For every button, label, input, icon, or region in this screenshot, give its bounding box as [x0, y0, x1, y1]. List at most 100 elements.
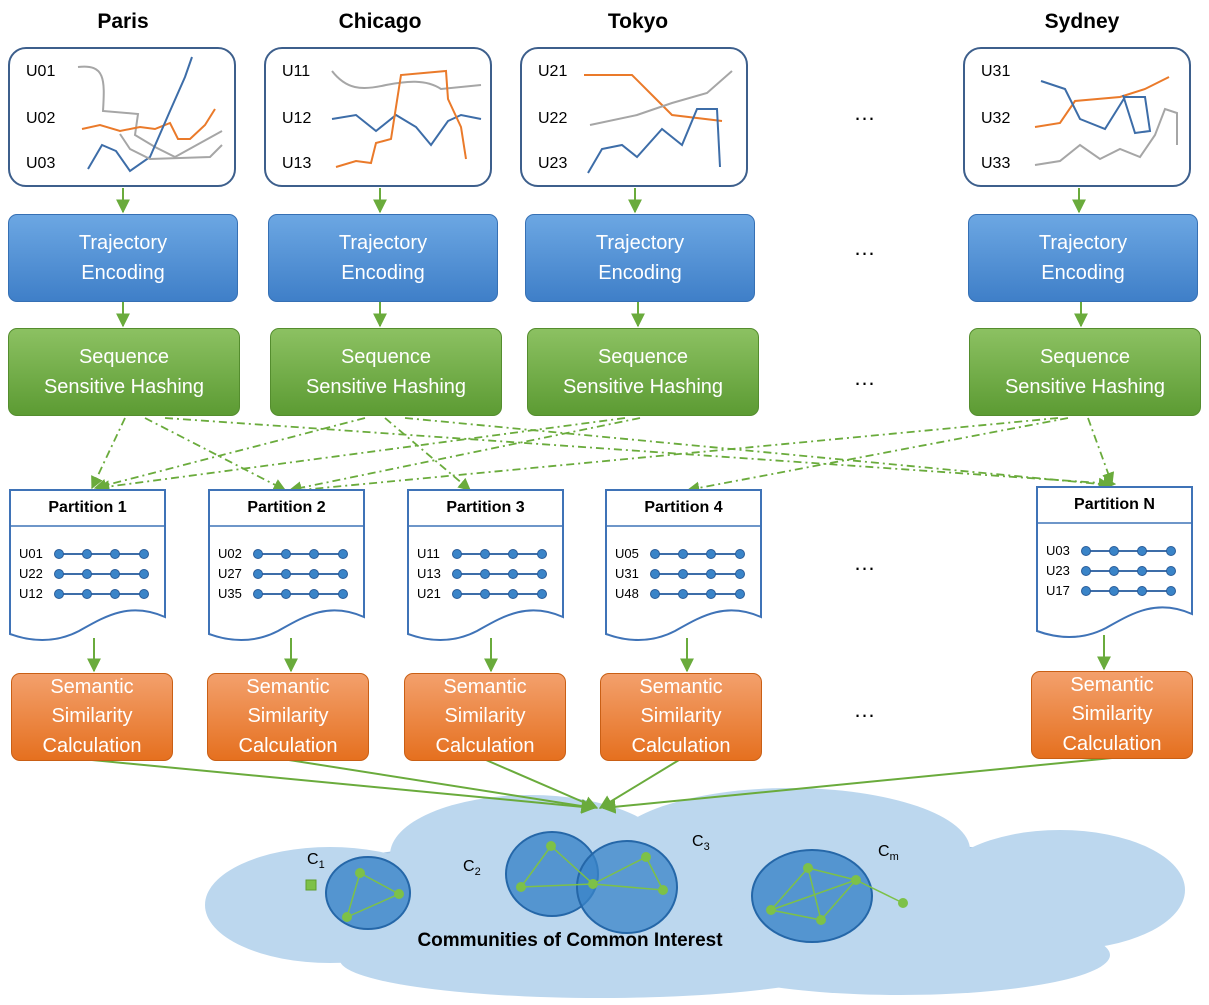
sequence-hashing-block: Sequence Sensitive Hashing: [8, 328, 240, 416]
trajectory-encoding-block: Trajectory Encoding: [268, 214, 498, 302]
semantic-similarity-block: Semantic Similarity Calculation: [1031, 671, 1193, 759]
similarity-label-line1: Semantic: [246, 675, 330, 698]
trajectory-user-label: U01: [26, 63, 56, 80]
vertical-arrows: [87, 188, 1111, 673]
hashing-label-line2: Sensitive Hashing: [1004, 376, 1166, 398]
similarity-label-line3: Calculation: [1062, 732, 1162, 755]
similarity-label-line1: Semantic: [443, 675, 527, 698]
community-label-sub: 2: [474, 866, 481, 879]
city-title-sydney: Sydney: [1044, 10, 1120, 33]
sequence-hashing-block: Sequence Sensitive Hashing: [969, 328, 1201, 416]
community-cloud: [205, 788, 1185, 998]
community-label-sub: 1: [318, 859, 325, 872]
trajectory-box-tokyo: U21 U22 U23: [520, 47, 748, 187]
sequence-hashing-block: Sequence Sensitive Hashing: [527, 328, 759, 416]
partition-user-label: U12: [19, 586, 43, 601]
city-title-tokyo: Tokyo: [607, 10, 669, 33]
partition-document: Partition 3 U11 U13 U21: [407, 489, 564, 644]
partition-title: Partition 2: [247, 499, 326, 516]
partition-user-label: U48: [615, 586, 639, 601]
trajectory-encoding-block: Trajectory Encoding: [525, 214, 755, 302]
partition-user-label: U17: [1046, 583, 1070, 598]
document-shape: [605, 489, 762, 641]
semantic-similarity-block: Semantic Similarity Calculation: [207, 673, 369, 761]
partition-document: Partition 1 U01 U22 U12: [9, 489, 166, 644]
encoding-label-line2: Encoding: [1041, 262, 1125, 284]
similarity-label-line2: Similarity: [51, 705, 133, 728]
community-label-base: C: [307, 851, 319, 868]
trajectory-encoding-block: Trajectory Encoding: [968, 214, 1198, 302]
community-label-sub: m: [889, 851, 899, 864]
trajectory-user-label: U23: [538, 155, 568, 172]
trajectory-user-label: U11: [282, 63, 311, 80]
similarity-label-line2: Similarity: [1071, 703, 1153, 726]
community-label-base: C: [463, 858, 475, 875]
community-label-c3: C3: [692, 833, 710, 853]
trajectory-box-paris: U01 U02 U03: [8, 47, 236, 187]
hashing-label-line2: Sensitive Hashing: [562, 376, 724, 398]
encoding-label-line1: Trajectory: [78, 232, 168, 254]
trajectory-user-label: U33: [981, 155, 1011, 172]
communities-title: Communities of Common Interest: [417, 930, 723, 951]
similarity-label-line1: Semantic: [1070, 673, 1154, 696]
partition-title: Partition 4: [644, 499, 723, 516]
trajectory-user-label: U03: [26, 155, 56, 172]
partition-user-label: U23: [1046, 563, 1070, 578]
sequence-hashing-block: Sequence Sensitive Hashing: [270, 328, 502, 416]
similarity-label-line3: Calculation: [238, 734, 338, 757]
hashing-label-line1: Sequence: [1039, 346, 1131, 368]
trajectory-user-label: U12: [282, 110, 312, 127]
trajectory-paths: [1034, 76, 1178, 166]
hashing-label-line1: Sequence: [597, 346, 689, 368]
document-shape: [9, 489, 166, 641]
similarity-label-line2: Similarity: [444, 705, 526, 728]
community-label-base: C: [692, 833, 704, 850]
encoding-label-line2: Encoding: [598, 262, 682, 284]
document-shape: [208, 489, 365, 641]
trajectory-paths: [77, 56, 223, 173]
partition-document: Partition 2 U02 U27 U35: [208, 489, 365, 644]
ellipsis-encoding: …: [853, 235, 877, 260]
partition-user-label: U13: [417, 566, 441, 581]
semantic-similarity-block: Semantic Similarity Calculation: [600, 673, 762, 761]
hashing-label-line1: Sequence: [340, 346, 432, 368]
community-label-cm: Cm: [878, 843, 899, 863]
ellipsis-partitions: …: [853, 550, 877, 575]
trajectory-user-label: U13: [282, 155, 312, 172]
trajectory-paths: [584, 70, 733, 174]
trajectory-user-label: U31: [981, 63, 1011, 80]
ellipsis-hashing: …: [853, 365, 877, 390]
partition-user-label: U21: [417, 586, 441, 601]
partition-title: Partition 1: [48, 499, 127, 516]
encoding-label-line2: Encoding: [81, 262, 165, 284]
trajectory-paths: [331, 69, 482, 168]
encoding-label-line2: Encoding: [341, 262, 425, 284]
document-shape: [407, 489, 564, 641]
ellipsis-similarity: …: [853, 697, 877, 722]
hashing-label-line2: Sensitive Hashing: [305, 376, 467, 398]
ellipsis-trajectories: …: [853, 100, 877, 125]
encoding-label-line1: Trajectory: [595, 232, 685, 254]
partition-user-label: U22: [19, 566, 43, 581]
community-label-sub: 3: [703, 841, 710, 854]
semantic-similarity-block: Semantic Similarity Calculation: [404, 673, 566, 761]
partition-user-label: U03: [1046, 543, 1070, 558]
partition-user-label: U05: [615, 546, 639, 561]
community-cm: [751, 849, 908, 943]
community-label-base: C: [878, 843, 890, 860]
community-label-c2: C2: [463, 858, 481, 878]
partition-user-label: U02: [218, 546, 242, 561]
partition-document: Partition N U03 U23 U17: [1036, 486, 1193, 641]
trajectory-user-label: U02: [26, 110, 56, 127]
city-title-paris: Paris: [97, 10, 149, 33]
trajectory-box-sydney: U31 U32 U33: [963, 47, 1191, 187]
partition-title: Partition 3: [446, 499, 525, 516]
partition-user-label: U35: [218, 586, 242, 601]
similarity-label-line1: Semantic: [639, 675, 723, 698]
community-label-c1: C1: [307, 851, 325, 871]
document-shape: [1036, 486, 1193, 638]
trajectory-user-label: U32: [981, 110, 1011, 127]
semantic-similarity-block: Semantic Similarity Calculation: [11, 673, 173, 761]
